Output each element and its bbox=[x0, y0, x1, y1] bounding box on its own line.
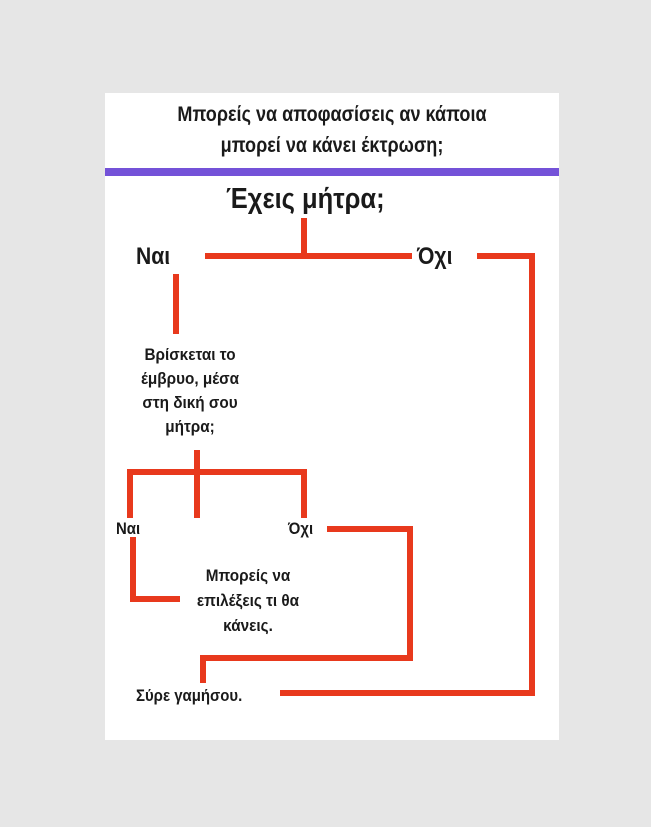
title-line-2: μπορεί να κάνει έκτρωση; bbox=[220, 134, 444, 157]
answer-yes-2: Ναι bbox=[116, 519, 141, 538]
title-line-1: Μπορείς να αποφασίσεις αν κάποια bbox=[177, 103, 487, 126]
connector-no2-to-final bbox=[200, 526, 413, 683]
connector-no1-to-final bbox=[280, 253, 535, 696]
choice-line-1: Μπορείς να bbox=[205, 566, 291, 585]
choice-line-2: επιλέξεις τι θα bbox=[196, 591, 300, 610]
question-embryo-in-your-uterus: Βρίσκεται το έμβρυο, μέσα στη δική σου μ… bbox=[136, 343, 244, 439]
question2-line-2: έμβρυο, μέσα bbox=[141, 369, 239, 388]
connector-q2-yes bbox=[130, 469, 200, 518]
result-final: Σύρε γαμήσου. bbox=[136, 686, 243, 705]
answer-yes-1: Ναι bbox=[136, 243, 171, 270]
question2-line-4: μήτρα; bbox=[165, 417, 215, 436]
question-have-uterus: Έχεις μήτρα; bbox=[226, 183, 385, 215]
answer-no-2: Όχι bbox=[288, 519, 314, 538]
connector-yes2-to-choice bbox=[130, 537, 180, 602]
title: Μπορείς να αποφασίσεις αν κάποια μπορεί … bbox=[137, 99, 527, 161]
result-you-can-choose: Μπορείς να επιλέξεις τι θα κάνεις. bbox=[194, 563, 302, 638]
question2-line-3: στη δική σου bbox=[142, 393, 238, 412]
question2-line-1: Βρίσκεται το bbox=[144, 345, 236, 364]
flowchart-card: Μπορείς να αποφασίσεις αν κάποια μπορεί … bbox=[105, 93, 559, 740]
answer-no-1: Όχι bbox=[417, 243, 453, 270]
connector-q2-no bbox=[197, 469, 307, 518]
connector-lines bbox=[127, 218, 535, 696]
title-divider bbox=[105, 168, 559, 176]
choice-line-3: κάνεις. bbox=[223, 616, 273, 635]
